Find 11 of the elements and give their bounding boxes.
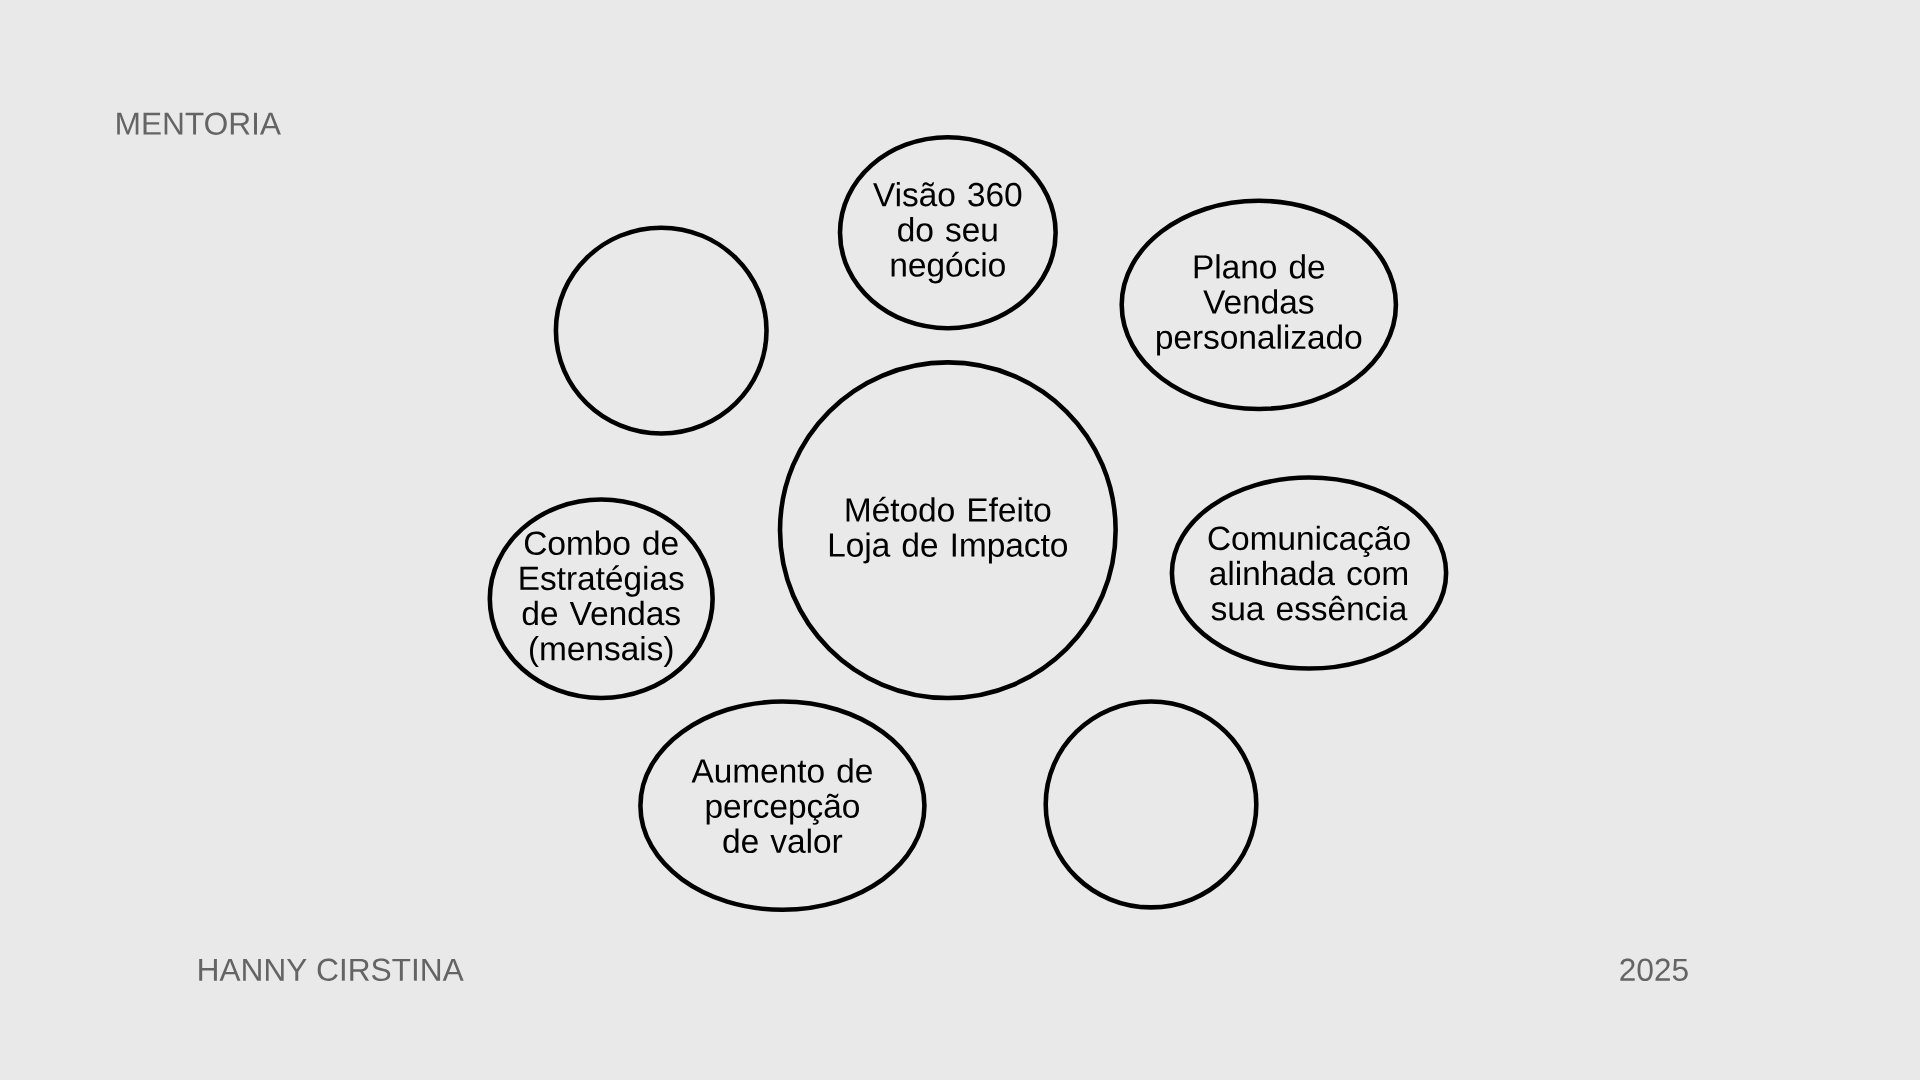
corner-label: HANNY CIRSTINA [199, 958, 464, 981]
circle-bubble: Método Efeito Loja de Impacto [777, 360, 1118, 701]
corner-label: MENTORIA [117, 112, 281, 135]
circle-bubble: Combo de Estratégias de Vendas (mensais) [487, 497, 715, 701]
circle-bubble [553, 225, 769, 436]
circle-bubble: Aumento de percepção de valor [638, 699, 927, 913]
circle-bubble: Comunicação alinhada com sua essência [1169, 475, 1449, 671]
circle-bubble: Visão 360 do seu negócio [837, 134, 1058, 331]
circle-bubble: Plano de Vendas personalizado [1119, 198, 1399, 412]
circle-bubble [1043, 699, 1259, 910]
corner-label: 2025 [1620, 958, 1688, 981]
